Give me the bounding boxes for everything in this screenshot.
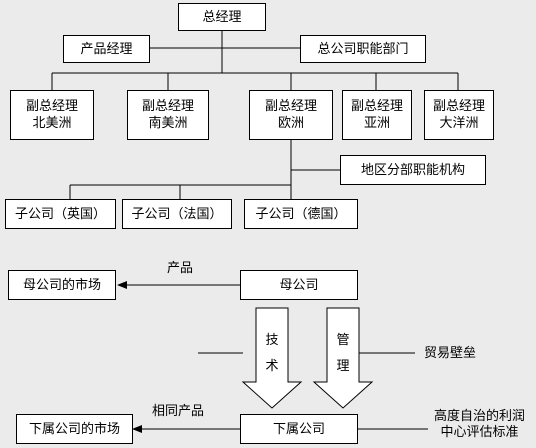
subsidiary-box: 下属公司: [240, 414, 358, 444]
profit-standard-label: 高度自治的利润 中心评估标准: [434, 409, 526, 440]
parent-market-label: 母公司的市场: [22, 277, 101, 293]
vp-region: 北美洲: [32, 116, 72, 131]
management-block-arrow: [312, 307, 374, 409]
vp-title: 副总经理: [350, 99, 403, 114]
vp-box-europe: 副总经理 欧洲: [249, 90, 333, 140]
vp-box-north-america: 副总经理 北美洲: [10, 90, 94, 140]
product-manager-label: 产品经理: [80, 41, 133, 57]
subsidiary-box-uk: 子公司（英国）: [5, 199, 116, 229]
technology-label: 技 术: [265, 333, 279, 374]
ceo-label: 总经理: [202, 9, 242, 25]
trade-barrier-label: 贸易壁垒: [424, 346, 477, 361]
regional-functions-label: 地区分部职能机构: [360, 162, 465, 178]
vp-box-oceania: 副总经理 大洋洲: [424, 90, 494, 140]
vp-region: 欧洲: [277, 116, 304, 131]
ceo-box: 总经理: [178, 3, 266, 31]
parent-market-box: 母公司的市场: [8, 270, 116, 300]
subsidiary-label: 子公司（法国）: [131, 206, 223, 222]
vp-title: 副总经理: [432, 99, 485, 114]
subsidiary-label: 子公司（德国）: [255, 206, 347, 222]
vp-title: 副总经理: [25, 99, 78, 114]
parent-company-label: 母公司: [279, 277, 319, 293]
subsidiary-market-label: 下属公司的市场: [28, 421, 120, 437]
management-label: 管 理: [336, 333, 350, 374]
subsidiary-market-box: 下属公司的市场: [16, 414, 133, 444]
product-arrow-label: 产品: [167, 261, 194, 276]
vp-box-asia: 副总经理 亚洲: [342, 90, 412, 140]
vp-region: 亚洲: [363, 116, 390, 131]
hq-functions-label: 总公司职能部门: [317, 41, 409, 57]
subsidiary-label: 子公司（英国）: [14, 206, 106, 222]
subsidiary-box-germany: 子公司（德国）: [244, 199, 358, 229]
hq-functions-box: 总公司职能部门: [300, 35, 426, 63]
vp-title: 副总经理: [141, 99, 194, 114]
product-manager-box: 产品经理: [63, 35, 150, 63]
vp-box-south-america: 副总经理 南美洲: [127, 90, 209, 140]
subsidiary-box-france: 子公司（法国）: [122, 199, 232, 229]
regional-functions-box: 地区分部职能机构: [340, 155, 486, 185]
vp-region: 大洋洲: [439, 116, 479, 131]
subsidiary-label: 下属公司: [272, 421, 325, 437]
parent-company-box: 母公司: [240, 270, 358, 300]
same-product-label: 相同产品: [152, 404, 205, 419]
technology-block-arrow: [241, 307, 303, 409]
vp-title: 副总经理: [264, 99, 317, 114]
vp-region: 南美洲: [148, 116, 188, 131]
